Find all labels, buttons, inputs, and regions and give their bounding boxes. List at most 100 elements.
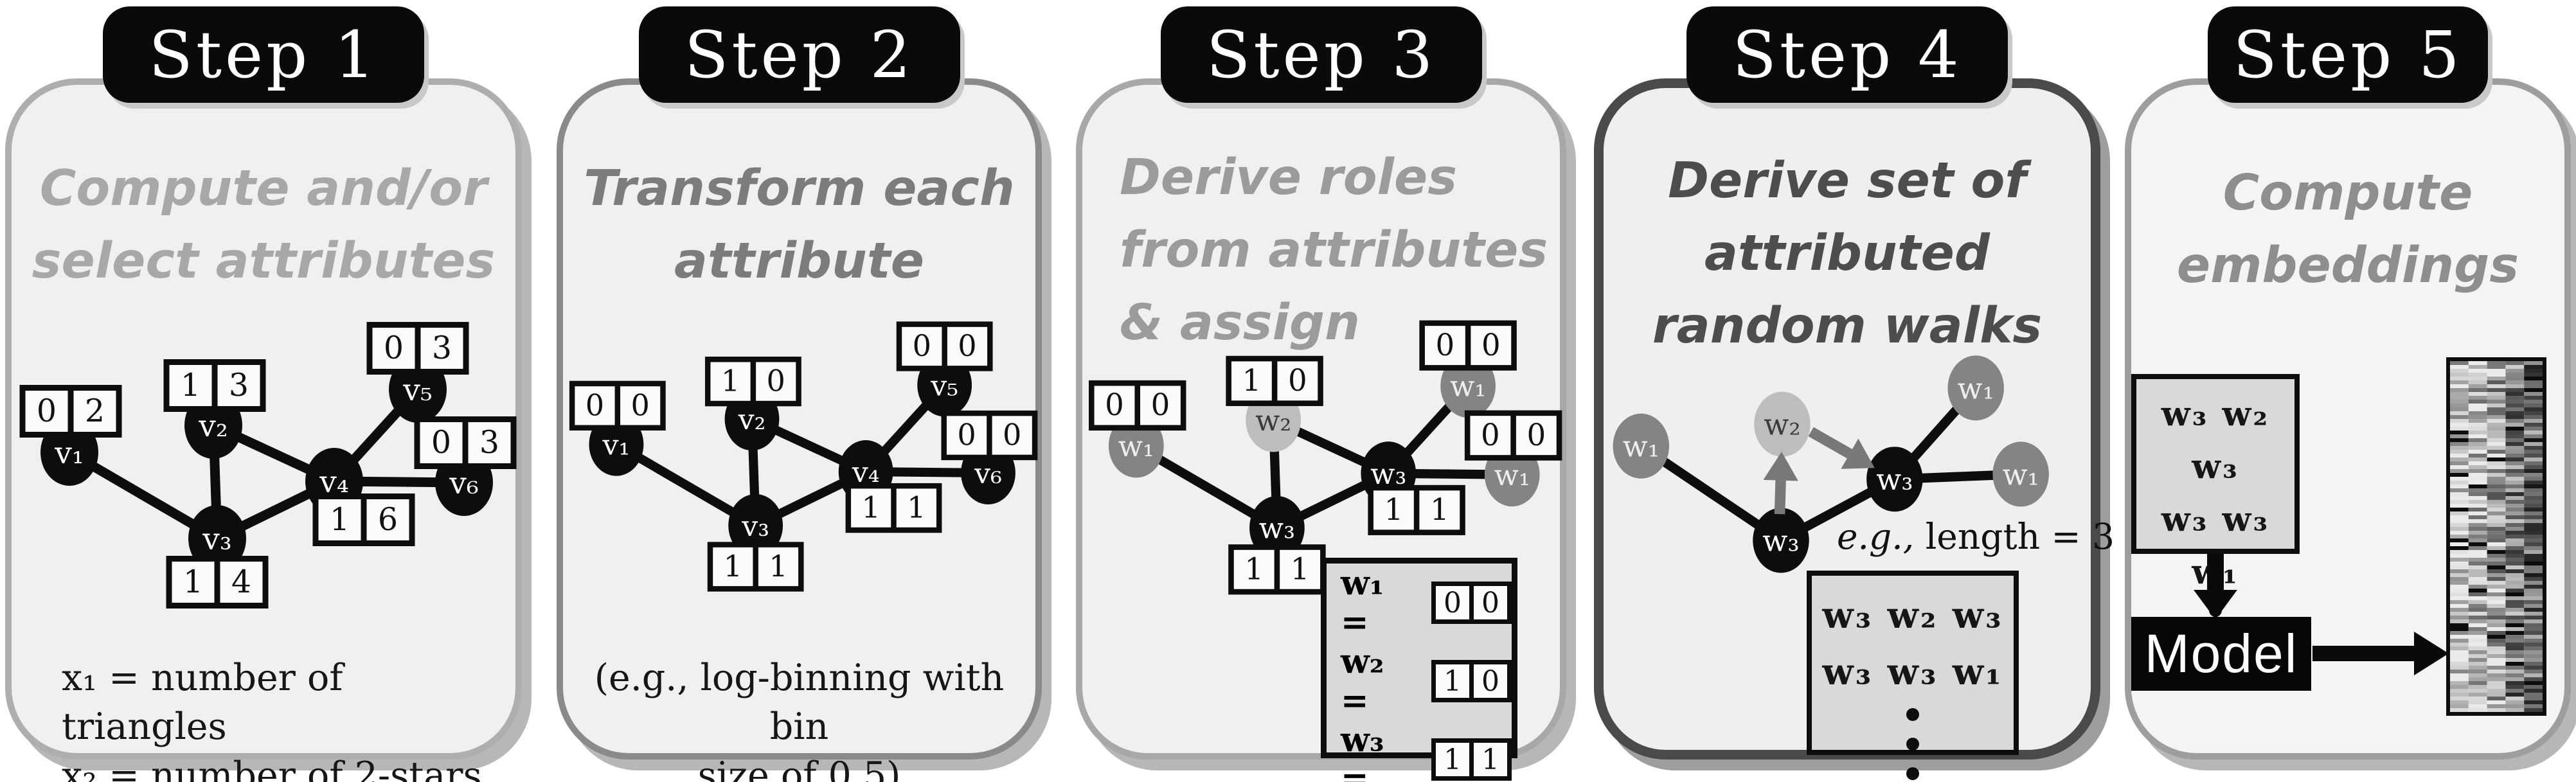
panel-5-title: Compute embeddings [2131, 157, 2564, 302]
node-label: w₃ [1762, 524, 1799, 558]
step-2-badge: Step 2 [638, 6, 960, 103]
attr-value: 0 [1481, 328, 1501, 363]
attr-value: 3 [229, 367, 249, 404]
attr-value: 0 [1436, 328, 1455, 363]
node-label: v₃ [202, 522, 231, 557]
attr-value: 1 [769, 549, 787, 583]
text-line: Compute [2223, 164, 2473, 222]
legend-attr-value: 0 [1431, 582, 1474, 624]
walk-sequence: w₃ w₃ w₁ [2161, 500, 2270, 592]
node-circle [1754, 391, 1811, 457]
walk-length-note: e.g., length = 3 [1837, 516, 2115, 557]
node-v3: v₃ [728, 493, 783, 557]
node-a4: w₃ [1866, 447, 1923, 512]
text-line: Transform each [584, 160, 1015, 217]
node-label: v₃ [741, 510, 769, 543]
node-label: v₆ [974, 458, 1002, 490]
attr-value: 1 [1291, 553, 1310, 587]
walk-length-note-eg: e.g., [1837, 516, 1915, 557]
node-label: w₁ [1957, 371, 1994, 405]
node-label: w₁ [1494, 458, 1530, 492]
text-line: & assign [1120, 294, 1360, 351]
walk-arrow-icon [1808, 427, 1875, 469]
node-label: w₂ [1764, 408, 1800, 442]
step-2-badge-label: Step 2 [684, 17, 915, 93]
attr-value: 0 [37, 393, 57, 429]
node-label: w₁ [1118, 429, 1154, 463]
walks-box-step-4: w₃ w₂ w₃ w₃ w₃ w₁ [1807, 571, 2019, 780]
attr-value: 2 [85, 393, 105, 429]
legend-attr-value: 0 [1469, 582, 1512, 624]
step-1-badge-label: Step 1 [148, 17, 379, 93]
attr-value: 0 [431, 424, 451, 461]
attr-value: 0 [1105, 388, 1124, 423]
attr-value: 1 [183, 564, 203, 600]
node-label: v₅ [402, 373, 432, 408]
node-v3: v₃ [188, 505, 246, 572]
node-label: v₁ [602, 429, 631, 462]
node-circle [188, 505, 246, 572]
attr-value: 1 [724, 549, 742, 583]
attr-value: 0 [913, 328, 931, 363]
node-label: w₃ [1259, 511, 1295, 546]
legend-role-label: w₂ = [1341, 642, 1384, 720]
text-line: x₂ = number of 2-stars [62, 754, 482, 782]
attr-value: 0 [1526, 418, 1546, 453]
node-label: v₂ [738, 404, 766, 436]
attr-value: 3 [432, 330, 452, 366]
attr-value: 1 [1384, 493, 1404, 528]
walk-sequence: w₃ w₃ w₁ [1822, 651, 2003, 693]
attr-value: 1 [861, 490, 880, 525]
attr-value: 0 [384, 330, 404, 366]
attr-value: 1 [330, 501, 350, 538]
dot [1906, 708, 1919, 721]
walk-arrow-icon [1763, 451, 1798, 515]
node-circle [1753, 508, 1809, 573]
node-circle [1866, 447, 1923, 512]
attr-value: 4 [231, 564, 251, 600]
legend-attr-value: 1 [1431, 660, 1474, 702]
node-circle [728, 493, 783, 557]
node-circle [1249, 495, 1305, 560]
walk-sequence: w₃ w₂ w₃ [1822, 594, 2003, 637]
node-label: v₅ [930, 369, 958, 402]
attr-value: 6 [378, 501, 398, 538]
text-line: embeddings [2176, 237, 2519, 294]
attr-value: 1 [1430, 493, 1449, 528]
node-label: w₁ [1450, 369, 1486, 404]
text-line: Derive set of [1668, 152, 2026, 209]
step-4-badge: Step 4 [1686, 6, 2008, 103]
attr-value: 1 [1244, 553, 1264, 587]
attr-value: 3 [479, 424, 499, 461]
node-circle [1613, 413, 1670, 479]
node-label: v₁ [54, 436, 84, 471]
text-line: attributed [1704, 225, 1990, 282]
dot [2209, 604, 2222, 617]
legend-role-label: w₁ = [1341, 564, 1384, 642]
node-label: v₆ [449, 466, 478, 501]
text-line: (e.g., log-binning with bin [594, 657, 1005, 748]
node-label: w₁ [2002, 458, 2039, 492]
